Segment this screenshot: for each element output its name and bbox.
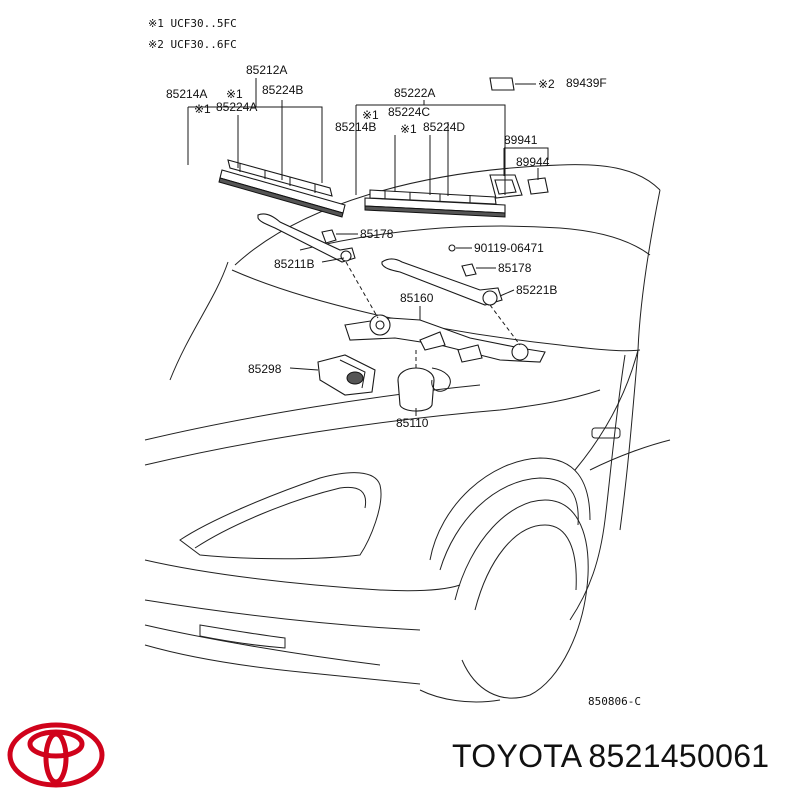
label-89944: 89944 — [516, 155, 550, 169]
figure-code: 850806-C — [588, 695, 641, 708]
toyota-logo-shape — [7, 722, 105, 788]
right-wiper-arm — [381, 244, 503, 306]
label-mark-2: ※2 — [538, 77, 555, 91]
cowl-cover — [317, 354, 376, 396]
brand-name: TOYOTA — [452, 738, 583, 774]
note-2: ※2 UCF30..6FC — [148, 38, 237, 51]
label-85214A: 85214A — [166, 87, 207, 101]
left-wiper-blade — [218, 159, 346, 218]
label-89941: 89941 — [504, 133, 538, 147]
label-85178-left: 85178 — [360, 227, 394, 241]
label-85110: 85110 — [396, 416, 429, 430]
label-mark-1b: ※1 — [194, 102, 211, 116]
label-85224A: 85224A — [216, 100, 257, 114]
rain-sensor — [489, 77, 549, 199]
label-mark-1c: ※1 — [362, 108, 379, 122]
part-number: 8521450061 — [588, 738, 770, 774]
left-wiper-arm — [257, 213, 356, 263]
label-85211B: 85211B — [274, 257, 314, 271]
note-1: ※1 UCF30..5FC — [148, 17, 237, 30]
label-85160: 85160 — [400, 291, 434, 305]
label-85221B: 85221B — [516, 283, 557, 297]
toyota-logo-icon — [7, 722, 105, 788]
label-85298: 85298 — [248, 362, 282, 376]
label-85178-right: 85178 — [498, 261, 532, 275]
label-85224C: 85224C — [388, 105, 430, 119]
label-90119-06471: 90119-06471 — [474, 241, 544, 255]
leader-lines — [187, 78, 549, 416]
label-85224B: 85224B — [262, 83, 303, 97]
right-wiper-blade — [364, 189, 506, 218]
label-85224D: 85224D — [423, 120, 465, 134]
part-labels: ※1 UCF30..5FC ※2 UCF30..6FC 85212A 85214… — [148, 17, 641, 708]
label-85214B: 85214B — [335, 120, 376, 134]
wiper-link — [344, 314, 546, 363]
label-mark-1a: ※1 — [226, 87, 243, 101]
label-mark-1d: ※1 — [400, 122, 417, 136]
car-outline — [144, 164, 671, 703]
label-85222A: 85222A — [394, 86, 435, 100]
label-89439F: 89439F — [566, 76, 607, 90]
label-85212A: 85212A — [246, 63, 287, 77]
